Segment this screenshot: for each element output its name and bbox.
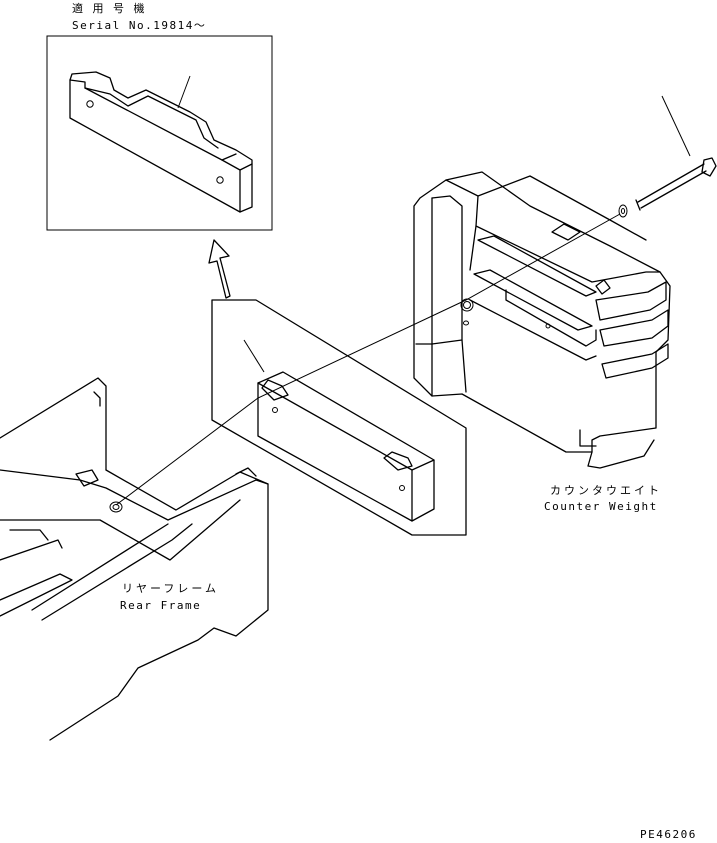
up-arrow <box>208 239 231 299</box>
inset-serial-box: 適 用 号 機 Serial No.19814〜 <box>46 1 273 231</box>
drawing-id: PE46206 <box>640 828 697 841</box>
rear-frame-label-en: Rear Frame <box>120 599 201 612</box>
washer <box>618 204 628 218</box>
inset-frame <box>46 35 273 231</box>
rear-frame <box>0 377 269 741</box>
counter-weight-label-en: Counter Weight <box>544 500 658 513</box>
counter-weight-label-jp: カウンタウエイト <box>550 484 662 497</box>
spacer-plate <box>243 339 435 522</box>
bolt <box>635 95 717 211</box>
inset-title-jp: 適 用 号 機 <box>72 1 148 15</box>
rear-frame-label-jp: リヤーフレーム <box>122 582 219 595</box>
inset-serial-label: Serial No.19814〜 <box>72 19 206 32</box>
assembly-line <box>115 213 621 506</box>
counter-weight <box>413 171 671 469</box>
inset-spacer-part <box>69 71 253 213</box>
spacer-plate-panel <box>211 299 467 536</box>
